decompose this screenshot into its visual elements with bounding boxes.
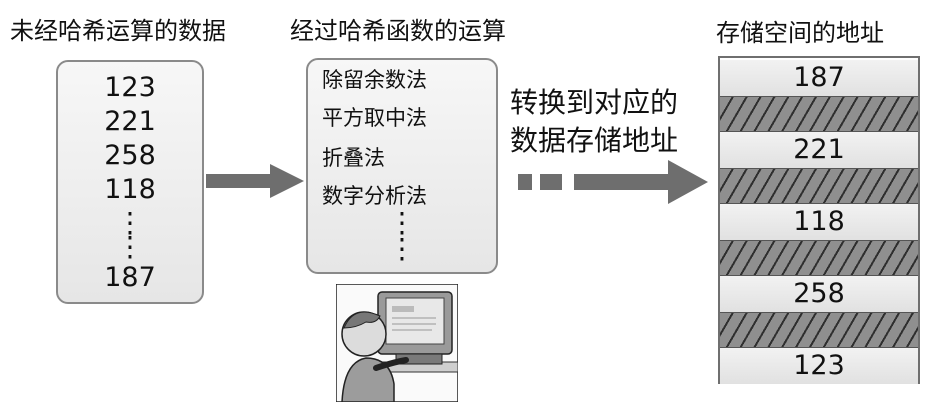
storage-slot: 123	[720, 348, 918, 384]
storage-slot: 258	[720, 276, 918, 312]
person-at-computer-icon	[336, 284, 458, 402]
conversion-label-line: 数据存储地址	[510, 124, 679, 157]
storage-slot: 187	[720, 60, 918, 96]
method-item: 折叠法	[322, 146, 385, 170]
empty-slot-hatch	[720, 312, 918, 348]
input-value: 123	[104, 72, 156, 103]
arrow-right-icon	[206, 164, 304, 198]
input-value: 187	[104, 262, 156, 293]
input-value: 221	[104, 106, 156, 137]
input-data-box: 123 221 258 118 ⋮ ⋮ 187	[56, 60, 204, 304]
hash-methods-box: 除留余数法 平方取中法 折叠法 数字分析法 ⋮ ⋮	[306, 58, 498, 274]
ellipsis: ⋮	[388, 206, 416, 239]
method-item: 数字分析法	[322, 184, 427, 208]
input-data-heading: 未经哈希运算的数据	[10, 17, 226, 45]
storage-slot: 118	[720, 204, 918, 240]
storage-address-heading: 存储空间的地址	[716, 19, 884, 47]
conversion-label-line: 转换到对应的	[510, 86, 679, 119]
dashed-arrow-right-icon	[518, 160, 708, 204]
hash-function-heading: 经过哈希函数的运算	[290, 17, 506, 45]
input-value: 118	[104, 174, 156, 205]
ellipsis: ⋮	[116, 230, 144, 263]
ellipsis: ⋮	[116, 206, 144, 239]
input-value: 258	[104, 140, 156, 171]
storage-slot: 221	[720, 132, 918, 168]
empty-slot-hatch	[720, 240, 918, 276]
empty-slot-hatch	[720, 168, 918, 204]
method-item: 平方取中法	[322, 106, 427, 130]
ellipsis: ⋮	[388, 232, 416, 265]
storage-address-column: 187 221 118 258 123	[718, 56, 920, 384]
method-item: 除留余数法	[322, 68, 427, 92]
empty-slot-hatch	[720, 96, 918, 132]
